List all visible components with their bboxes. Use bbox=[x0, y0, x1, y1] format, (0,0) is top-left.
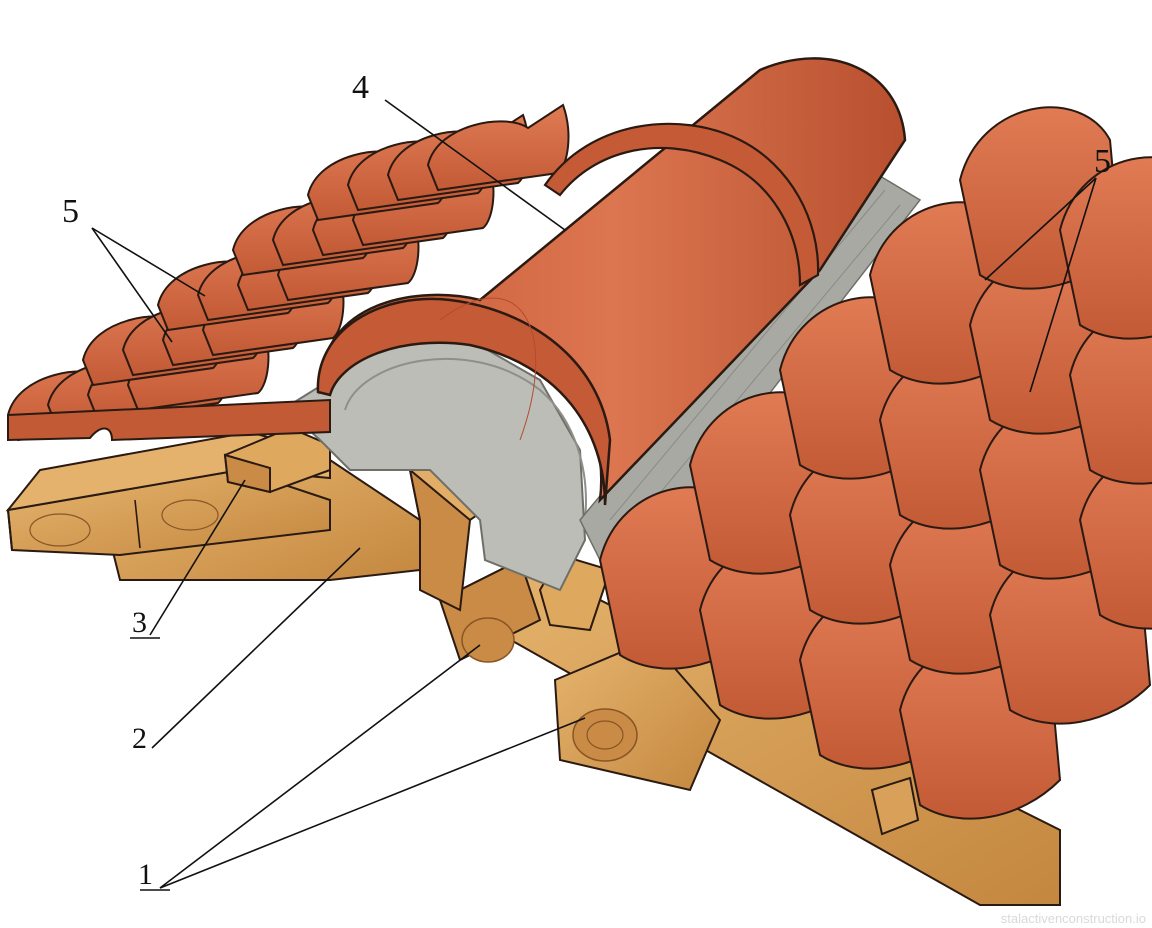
callout-line-2 bbox=[151, 547, 361, 749]
callout-label-3: 3 bbox=[132, 606, 147, 639]
watermark: stalactivenconstruction.io bbox=[1000, 911, 1146, 926]
callout-line-5-right-b bbox=[1029, 177, 1097, 393]
ridge-tile bbox=[316, 57, 907, 506]
left-roof-tiles bbox=[6, 103, 570, 442]
rafter-beams bbox=[437, 558, 1061, 906]
callout-label-5-right: 5 bbox=[1094, 143, 1111, 180]
right-roof-tile bbox=[1058, 156, 1152, 340]
callout-line-5-left-b bbox=[91, 227, 173, 343]
callout-line-3 bbox=[149, 479, 246, 636]
left-tile-lip bbox=[7, 398, 331, 442]
right-roof-tiles bbox=[598, 106, 1152, 820]
callout-line-5-left-a bbox=[91, 227, 206, 297]
mortar-bed bbox=[283, 169, 922, 592]
callout-label-5-left: 5 bbox=[62, 193, 79, 230]
callout-line-5-right-a bbox=[984, 177, 1097, 281]
callout-line-4 bbox=[384, 99, 566, 231]
callout-label-2: 2 bbox=[132, 722, 147, 755]
callout-line-1-b bbox=[159, 717, 586, 889]
callout-line-1-a bbox=[159, 644, 481, 889]
callout-numbers: 4 5 5 3 2 1 bbox=[62, 69, 1111, 891]
left-roof-tile bbox=[426, 103, 570, 192]
callout-lines bbox=[91, 99, 1097, 891]
callout-label-1: 1 bbox=[138, 858, 153, 891]
callout-label-4: 4 bbox=[352, 69, 369, 106]
